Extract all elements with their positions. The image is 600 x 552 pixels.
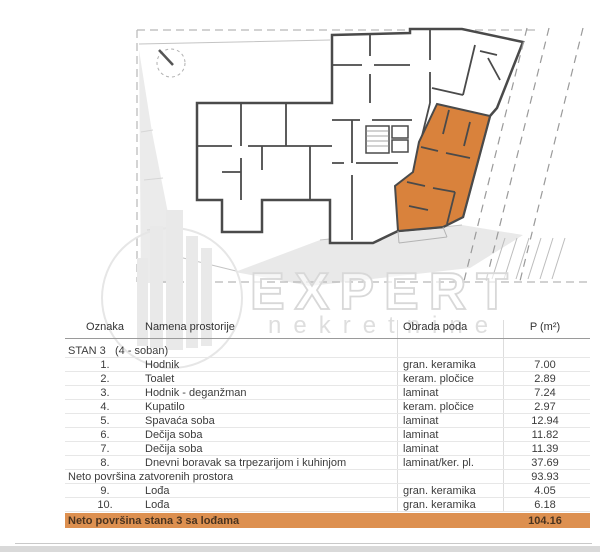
road-hatch bbox=[491, 237, 566, 280]
room-name: Hodnik - deganžman bbox=[145, 387, 247, 399]
table-row: 1. Hodnik gran. keramika 7.00 bbox=[65, 358, 590, 372]
floor-finish: laminat/ker. pl. bbox=[403, 457, 474, 469]
header-obrada: Obrada poda bbox=[403, 321, 468, 333]
room-area: 2.89 bbox=[534, 373, 556, 385]
floor-finish: keram. pločice bbox=[403, 373, 474, 385]
row-number: 6. bbox=[100, 429, 110, 441]
row-number: 10. bbox=[97, 499, 113, 511]
room-area: 4.05 bbox=[534, 485, 556, 497]
row-number: 1. bbox=[100, 359, 110, 371]
table-column-divider bbox=[503, 320, 504, 512]
row-number: 9. bbox=[100, 485, 110, 497]
room-area: 7.24 bbox=[534, 387, 556, 399]
subtotal-label: Neto površina zatvorenih prostora bbox=[68, 471, 234, 483]
section-label: STAN 3 bbox=[68, 345, 106, 357]
row-number: 2. bbox=[100, 373, 110, 385]
header-namena: Namena prostorije bbox=[145, 321, 235, 333]
room-area: 12.94 bbox=[531, 415, 559, 427]
room-name: Dečija soba bbox=[145, 429, 203, 441]
table-row: 2. Toalet keram. pločice 2.89 bbox=[65, 372, 590, 386]
floor-finish: laminat bbox=[403, 429, 439, 441]
page-frame-line bbox=[15, 543, 592, 544]
room-area: 11.82 bbox=[531, 429, 559, 441]
table-row: 10. Lođa gran. keramika 6.18 bbox=[65, 498, 590, 512]
floor-finish: laminat bbox=[403, 415, 439, 427]
loggia-railing bbox=[397, 226, 448, 244]
table-row: 5. Spavaća soba laminat 12.94 bbox=[65, 414, 590, 428]
floor-finish: gran. keramika bbox=[403, 359, 476, 371]
north-compass-icon bbox=[156, 48, 186, 78]
floor-finish: keram. pločice bbox=[403, 401, 474, 413]
watermark-brand: EXPERT bbox=[250, 263, 518, 321]
table-row: 6. Dečija soba laminat 11.82 bbox=[65, 428, 590, 442]
table-row: 7. Dečija soba laminat 11.39 bbox=[65, 442, 590, 456]
watermark-logo bbox=[101, 210, 243, 369]
header-oznaka: Oznaka bbox=[86, 321, 124, 333]
subtotal-area: 93.93 bbox=[531, 471, 559, 483]
row-number: 8. bbox=[100, 457, 110, 469]
floor-finish: gran. keramika bbox=[403, 499, 476, 511]
room-name: Lođa bbox=[145, 499, 170, 511]
room-name: Dnevni boravak sa trpezarijom i kuhinjom bbox=[145, 457, 347, 469]
table-row: 3. Hodnik - deganžman laminat 7.24 bbox=[65, 386, 590, 400]
room-name: Spavaća soba bbox=[145, 415, 215, 427]
total-row: Neto površina stana 3 sa lođama 104.16 bbox=[65, 513, 590, 528]
row-number: 7. bbox=[100, 443, 110, 455]
room-area: 7.00 bbox=[534, 359, 556, 371]
table-column-divider bbox=[397, 320, 398, 512]
plot-boundary-dashed bbox=[136, 29, 588, 283]
road-boundary-dashed bbox=[463, 27, 584, 282]
row-number: 5. bbox=[100, 415, 110, 427]
section-row: STAN 3 (4 - soban) bbox=[65, 344, 590, 358]
total-label: Neto površina stana 3 sa lođama bbox=[68, 515, 240, 527]
room-name: Dečija soba bbox=[145, 443, 203, 455]
floor-finish: laminat bbox=[403, 387, 439, 399]
table-row: 8. Dnevni boravak sa trpezarijom i kuhinj… bbox=[65, 456, 590, 470]
section-sublabel: (4 - soban) bbox=[115, 345, 169, 357]
staircase bbox=[365, 125, 390, 154]
room-name: Kupatilo bbox=[145, 401, 185, 413]
apartment-partitions bbox=[406, 109, 471, 225]
table-body: STAN 3 (4 - soban) 1. Hodnik gran. keramika 7… bbox=[65, 344, 590, 528]
header-p: P (m²) bbox=[529, 321, 561, 333]
subtotal-row: Neto površina zatvorenih prostora 93.93 bbox=[65, 470, 590, 484]
row-number: 3. bbox=[100, 387, 110, 399]
total-area: 104.16 bbox=[528, 515, 562, 527]
table-header: Oznaka Namena prostorije Obrada poda P (… bbox=[65, 318, 590, 339]
watermark-brand-sub: nekretnine bbox=[268, 312, 500, 339]
bottom-bar bbox=[0, 546, 600, 552]
room-area: 11.39 bbox=[531, 443, 559, 455]
floor-finish: gran. keramika bbox=[403, 485, 476, 497]
room-area: 2.97 bbox=[534, 401, 556, 413]
room-name: Lođa bbox=[145, 485, 170, 497]
room-area: 6.18 bbox=[534, 499, 556, 511]
interior-walls bbox=[197, 29, 501, 240]
room-name: Toalet bbox=[145, 373, 175, 385]
elevator-shafts bbox=[391, 125, 409, 153]
room-area: 37.69 bbox=[531, 457, 559, 469]
room-name: Hodnik bbox=[145, 359, 180, 371]
table-row: 9. Lođa gran. keramika 4.05 bbox=[65, 484, 590, 498]
row-number: 4. bbox=[100, 401, 110, 413]
table-row: 4. Kupatilo keram. pločice 2.97 bbox=[65, 400, 590, 414]
floor-finish: laminat bbox=[403, 443, 439, 455]
sidewalk-area bbox=[235, 225, 523, 286]
